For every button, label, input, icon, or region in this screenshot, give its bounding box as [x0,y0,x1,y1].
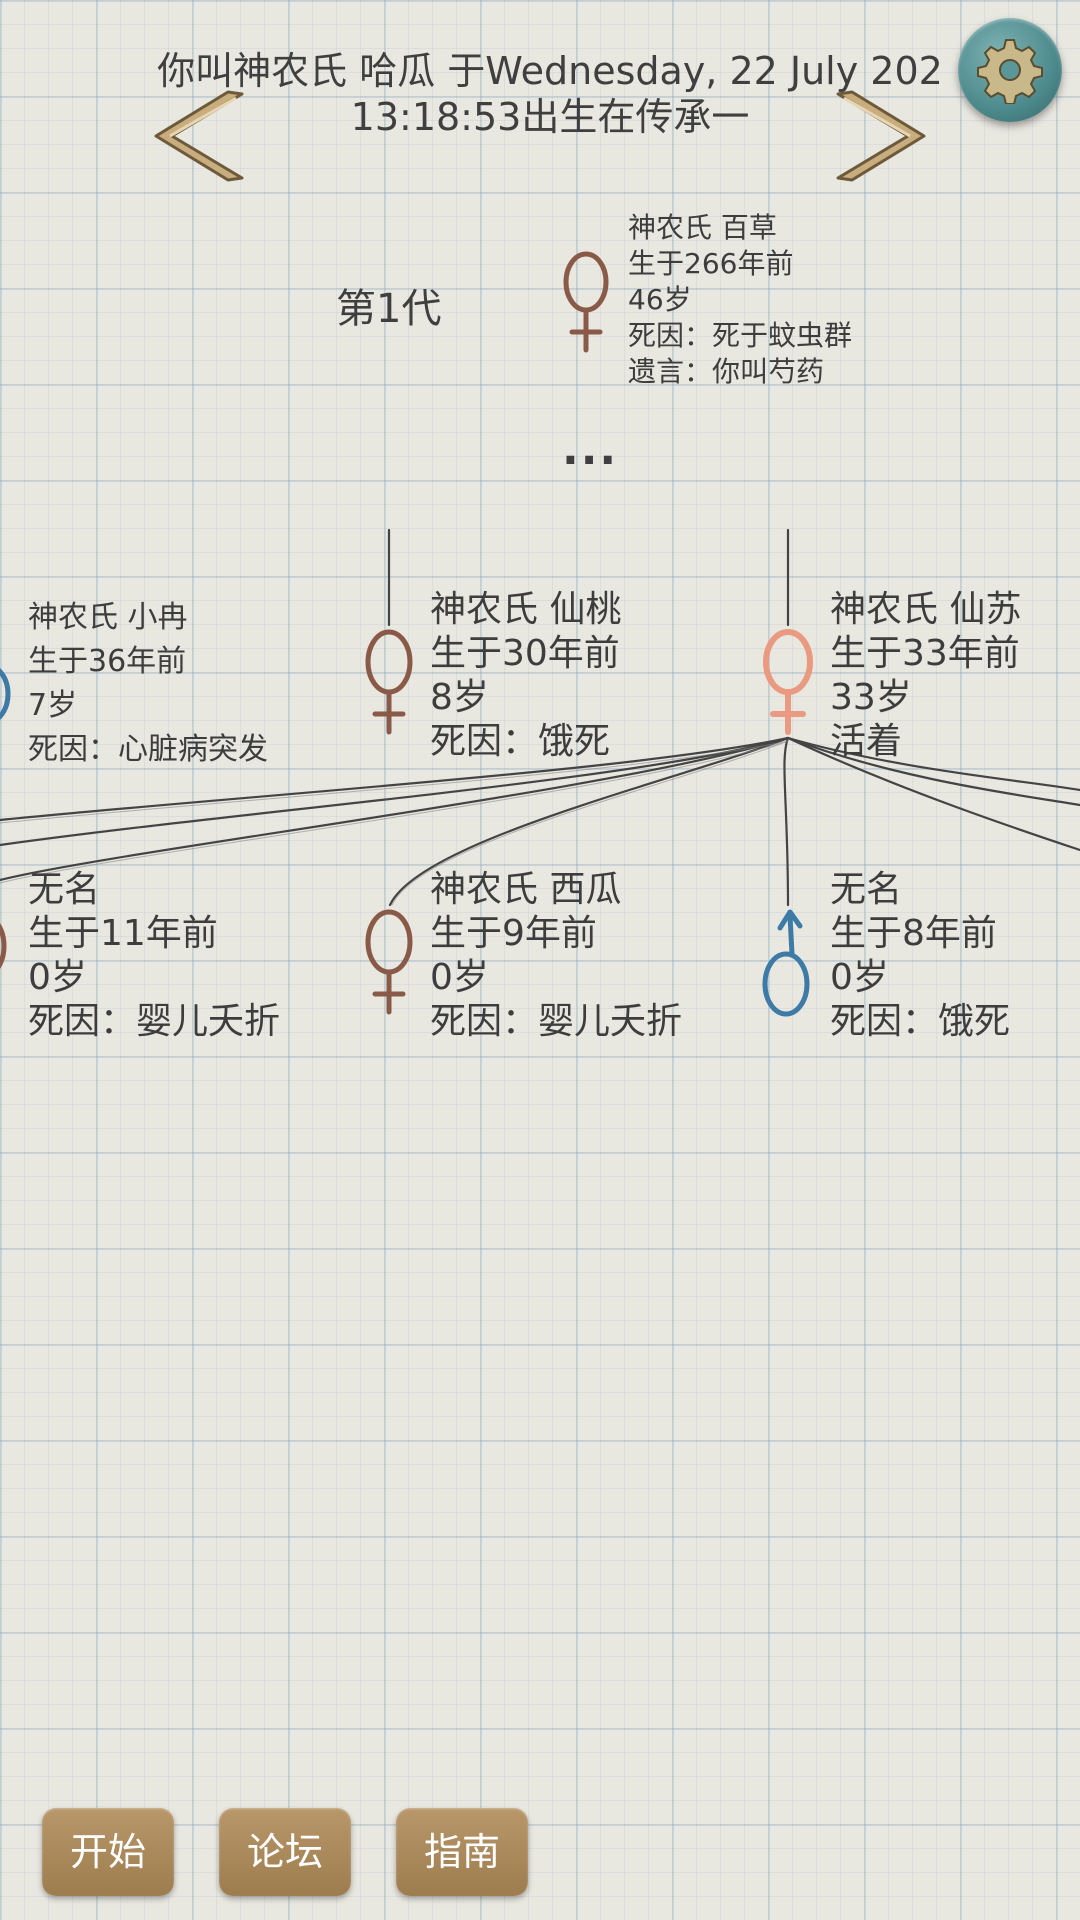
ancestor-born: 生于266年前 [628,247,794,280]
generation-ellipsis: ... [562,424,619,475]
female-symbol-icon [365,909,413,1015]
family-tree-lines [0,528,1080,907]
gear-icon [977,39,1043,104]
person-status: 死因：婴儿夭折 [28,1001,281,1042]
header-title-line2: 13:18:53出生在传承一 [350,95,750,139]
person-card-row2-0[interactable]: 无名 生于11年前 0岁 死因：婴儿夭折 [0,868,320,1048]
person-status: 死因：婴儿夭折 [430,1001,683,1042]
person-status: 死因：饿死 [830,1001,1011,1042]
guide-button[interactable]: 指南 [396,1808,528,1896]
header-title-line1: 你叫神农氏 哈瓜 于Wednesday, 22 July 202 [157,49,943,93]
person-born: 生于11年前 [28,913,218,954]
person-born: 生于9年前 [430,913,597,954]
person-card-row2-1[interactable]: 神农氏 西瓜 生于9年前 0岁 死因：婴儿夭折 [362,868,702,1048]
person-age: 33岁 [830,677,912,718]
male-symbol-icon [762,909,810,1017]
person-name: 神农氏 小冉 [28,600,188,635]
person-name: 无名 [28,869,101,910]
person-card-row1-2[interactable]: 神农氏 仙苏 生于33年前 33岁 活着 [760,588,1060,768]
person-age: 0岁 [830,957,889,998]
person-status: 死因：饿死 [430,721,611,762]
ancestor-age: 46岁 [628,283,692,316]
female-symbol-icon [563,251,609,353]
person-born: 生于36年前 [28,644,187,679]
generation-label: 第1代 [336,286,442,332]
forum-button[interactable]: 论坛 [219,1808,351,1896]
person-born: 生于33年前 [830,633,1020,674]
female-symbol-icon [365,629,413,735]
ancestor-card[interactable]: 神农氏 百草 生于266年前 46岁 死因：死于蚊虫群 遗言：你叫芍药 [560,210,900,390]
person-age: 8岁 [430,677,489,718]
person-age: 0岁 [430,957,489,998]
person-name: 神农氏 仙桃 [430,589,622,630]
person-born: 生于8年前 [830,913,997,954]
chevron-right-icon [836,90,926,182]
person-name: 无名 [830,869,903,910]
female-symbol-icon [763,629,813,735]
next-lineage-button[interactable] [830,88,930,184]
female-symbol-icon [0,923,7,969]
person-card-row1-1[interactable]: 神农氏 仙桃 生于30年前 8岁 死因：饿死 [362,588,662,768]
ancestor-name: 神农氏 百草 [628,211,777,244]
person-name: 神农氏 西瓜 [430,869,622,910]
person-status: 死因：心脏病突发 [28,732,268,767]
settings-button[interactable] [958,18,1062,122]
person-age: 7岁 [28,688,78,723]
male-symbol-icon [0,668,11,720]
header-title: 你叫神农氏 哈瓜 于Wednesday, 22 July 202 13:18:5… [150,48,950,140]
person-name: 神农氏 仙苏 [830,589,1022,630]
prev-lineage-button[interactable] [150,88,250,184]
start-button[interactable]: 开始 [42,1808,174,1896]
person-age: 0岁 [28,957,87,998]
person-born: 生于30年前 [430,633,620,674]
ancestor-will: 遗言：你叫芍药 [628,355,825,388]
person-card-row1-0[interactable]: 神农氏 小冉 生于36年前 7岁 死因：心脏病突发 [0,596,340,767]
ancestor-cause: 死因：死于蚊虫群 [628,319,853,352]
chevron-left-icon [154,90,244,182]
person-status: 活着 [830,721,903,762]
person-card-row2-2[interactable]: 无名 生于8年前 0岁 死因：饿死 [760,868,1060,1048]
